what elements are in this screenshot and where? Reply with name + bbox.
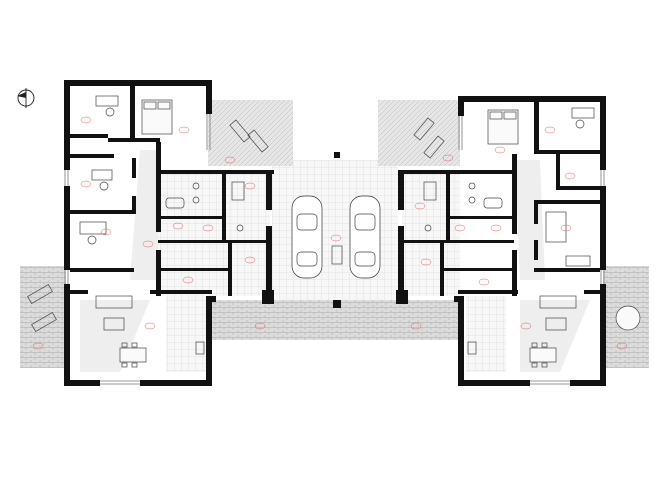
car-left — [291, 195, 323, 279]
furniture — [27, 95, 641, 368]
left-sofa — [95, 295, 133, 309]
right-dining-table — [529, 347, 557, 363]
right-living-tiles — [466, 296, 506, 372]
walls — [64, 80, 606, 386]
right-corridor-light — [515, 160, 545, 280]
left-service-floor — [158, 172, 270, 296]
left-terrace — [20, 266, 66, 368]
right-bed — [487, 109, 519, 145]
left-corridor-light — [130, 150, 158, 280]
left-bed — [141, 99, 173, 135]
right-terrace-table — [615, 305, 641, 331]
left-dining-table — [119, 347, 147, 363]
windows — [64, 114, 605, 385]
upper-right-court — [378, 100, 460, 166]
right-sofa — [539, 295, 577, 309]
interior-floors — [68, 84, 602, 382]
north-arrow-icon — [17, 88, 35, 108]
left-living-tiles — [166, 296, 206, 372]
car-right — [349, 195, 381, 279]
left-living-light — [80, 300, 150, 372]
room-labels — [32, 116, 628, 350]
